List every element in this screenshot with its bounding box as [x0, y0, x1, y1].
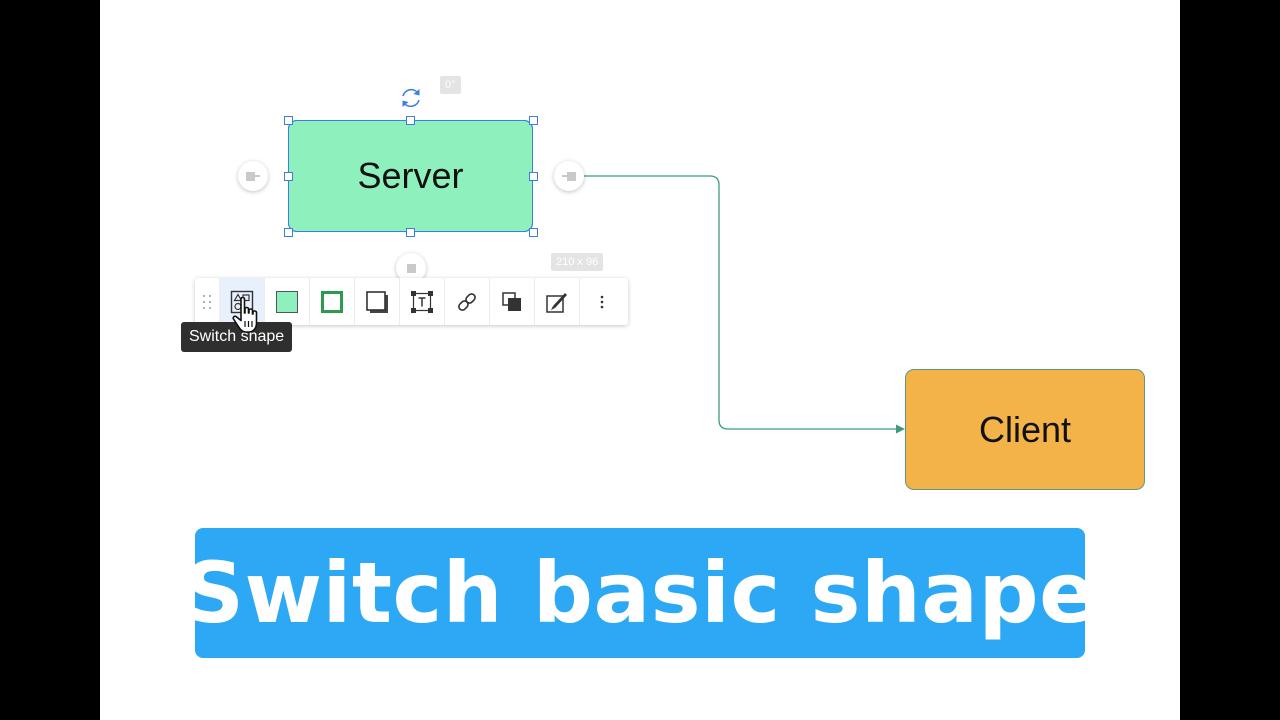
resize-handle-right[interactable]	[529, 172, 538, 181]
border-color-icon	[321, 290, 343, 313]
connect-point-right-marker	[567, 171, 576, 181]
link-icon	[458, 292, 476, 311]
server-shape[interactable]: Server	[288, 120, 533, 232]
border-color-button[interactable]	[309, 278, 354, 325]
switch-shape-tooltip: Switch shape	[181, 322, 293, 352]
arrange-icon	[502, 291, 521, 311]
format-painter-button[interactable]	[534, 278, 579, 325]
connect-point-left-marker	[246, 171, 255, 181]
toolbar-drag-handle-icon[interactable]	[195, 278, 219, 325]
rotation-badge: 0°	[440, 76, 461, 94]
fill-color-button[interactable]	[264, 278, 309, 325]
resize-handle-top-left[interactable]	[284, 116, 293, 125]
connect-point-bottom-marker	[406, 263, 416, 273]
rotate-icon[interactable]	[398, 85, 424, 111]
more-icon	[600, 295, 603, 308]
link-button[interactable]	[444, 278, 489, 325]
format-painter-icon	[546, 292, 567, 313]
resize-handle-left[interactable]	[284, 172, 293, 181]
connect-point-left[interactable]	[238, 161, 268, 191]
client-shape[interactable]: Client	[905, 369, 1145, 490]
title-banner: Switch basic shape	[183, 528, 1096, 658]
size-badge: 210 x 96	[551, 253, 604, 271]
resize-handle-top-right[interactable]	[529, 116, 538, 125]
arrange-button[interactable]	[489, 278, 534, 325]
resize-handle-top[interactable]	[406, 116, 415, 125]
hand-cursor-icon	[232, 296, 258, 333]
fill-color-icon	[276, 290, 298, 313]
resize-handle-bottom[interactable]	[406, 228, 415, 237]
server-label: Server	[357, 155, 464, 196]
shape-toolbar	[195, 278, 628, 325]
text-box-icon	[411, 290, 433, 313]
connect-point-right[interactable]	[554, 161, 584, 191]
client-label: Client	[978, 408, 1072, 450]
text-box-button[interactable]	[399, 278, 444, 325]
resize-handle-bottom-left[interactable]	[284, 228, 293, 237]
banner-title: Switch basic shape	[183, 544, 1097, 642]
shadow-button[interactable]	[354, 278, 399, 325]
more-options-button[interactable]	[579, 278, 623, 325]
resize-handle-bottom-right[interactable]	[529, 228, 538, 237]
connect-point-right-stub	[562, 175, 567, 177]
connect-point-left-stub	[255, 175, 260, 177]
shadow-icon	[366, 290, 388, 313]
